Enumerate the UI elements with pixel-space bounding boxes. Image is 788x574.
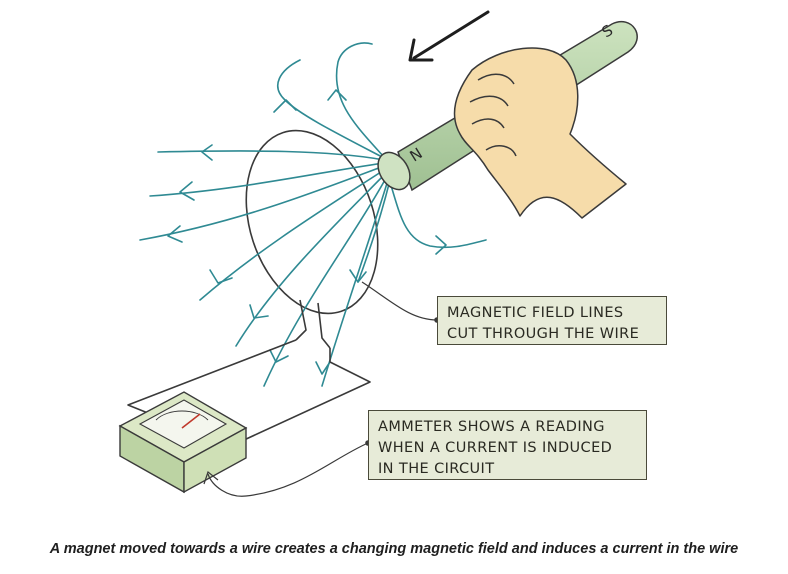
field-line xyxy=(157,150,385,161)
chevron-arrow-icon xyxy=(435,235,447,255)
field-line xyxy=(263,177,387,387)
label-line: WHEN A CURRENT IS INDUCED xyxy=(378,440,613,456)
field-line xyxy=(321,179,389,387)
label-line: CUT THROUGH THE WIRE xyxy=(447,326,640,342)
field-arrows xyxy=(167,89,447,375)
chevron-arrow-icon xyxy=(179,181,195,201)
magnetic-field-lines xyxy=(139,42,487,387)
figure-caption: A magnet moved towards a wire creates a … xyxy=(49,541,739,557)
field-line xyxy=(139,165,385,241)
field-line xyxy=(389,181,487,249)
hand xyxy=(453,47,627,219)
chevron-arrow-icon xyxy=(269,349,289,363)
label-line: AMMETER SHOWS A READING xyxy=(378,419,605,435)
chevron-arrow-icon xyxy=(249,304,269,319)
field-line xyxy=(235,173,386,347)
chevron-arrow-icon xyxy=(167,225,183,243)
chevron-arrow-icon xyxy=(209,269,233,284)
field-line xyxy=(357,179,391,283)
label-line: IN THE CIRCUIT xyxy=(378,461,495,477)
leader-lines xyxy=(203,281,440,497)
label-line: MAGNETIC FIELD LINES xyxy=(447,305,624,321)
field-lines-label: MAGNETIC FIELD LINES CUT THROUGH THE WIR… xyxy=(437,296,667,345)
chevron-arrow-icon xyxy=(201,144,213,161)
chevron-arrow-icon xyxy=(327,89,347,101)
ammeter-icon xyxy=(118,391,248,494)
field-line xyxy=(335,42,385,158)
chevron-arrow-icon xyxy=(349,269,367,283)
chevron-arrow-icon xyxy=(273,99,297,113)
chevron-arrow-icon xyxy=(315,361,331,375)
motion-arrow-icon xyxy=(408,10,490,62)
ammeter-label: AMMETER SHOWS A READING WHEN A CURRENT I… xyxy=(368,410,647,480)
